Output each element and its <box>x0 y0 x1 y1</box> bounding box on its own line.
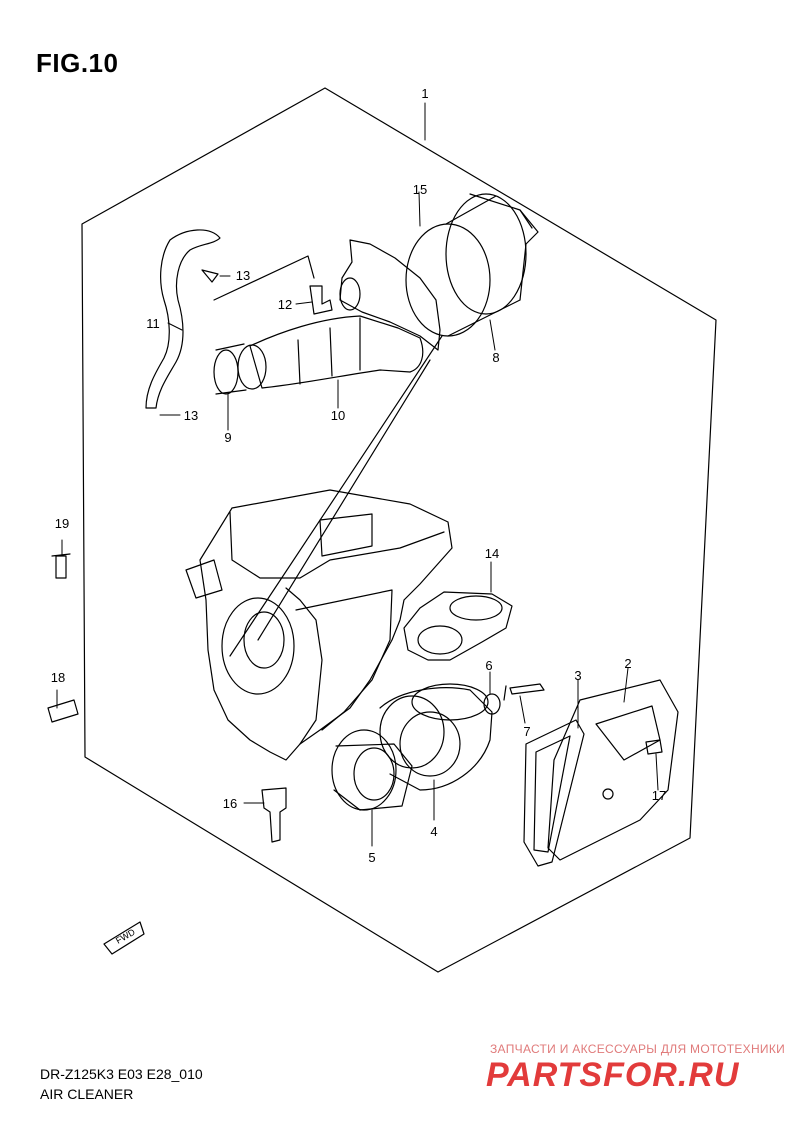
cover-gasket-drawing <box>523 719 585 867</box>
model-code-label: DR-Z125K3 E03 E28_010 <box>40 1066 203 1082</box>
callout-label-3: 3 <box>574 668 581 683</box>
callout-label-5: 5 <box>368 850 375 865</box>
callout-label-16: 16 <box>223 796 237 811</box>
breather-hose-drawing <box>145 229 221 409</box>
callout-label-12: 12 <box>278 297 292 312</box>
assembly-boundary-outline <box>81 87 717 973</box>
air-cleaner-case-drawing <box>185 489 453 761</box>
figure-title: FIG.10 <box>36 48 119 78</box>
intake-duct-drawing <box>403 591 513 661</box>
callout-label-19: 19 <box>55 516 69 531</box>
bolt-19-drawing <box>51 553 71 579</box>
gasket-inner <box>533 735 571 853</box>
svg-text:PARTSFOR.RU: PARTSFOR.RU <box>486 1056 740 1094</box>
callout-label-7: 7 <box>523 724 530 739</box>
callout-label-14: 14 <box>485 546 499 561</box>
guide-line-air-path <box>229 335 443 657</box>
intake-pipe-drawing <box>213 239 441 395</box>
drain-plug-drawing <box>261 787 287 843</box>
callout-label-11: 11 <box>146 316 160 331</box>
screw-7-drawing <box>503 683 545 701</box>
grommet-drawing <box>483 693 501 715</box>
callout-label-18: 18 <box>51 670 65 685</box>
callout-label-13a: 13 <box>236 268 250 283</box>
filter-element-drawing <box>379 683 493 791</box>
callout-label-9: 9 <box>224 430 231 445</box>
watermark-tagline: ЗАПЧАСТИ И АКСЕССУАРЫ ДЛЯ МОТОТЕХНИКИ <box>490 1042 786 1056</box>
callout-label-8: 8 <box>492 350 499 365</box>
callout-label-2: 2 <box>624 656 631 671</box>
callout-label-4: 4 <box>430 824 437 839</box>
element-holder-drawing <box>331 729 413 811</box>
case-cover-drawing <box>547 679 679 861</box>
fwd-direction-label: FWD <box>114 927 137 946</box>
section-name-label: AIR CLEANER <box>40 1086 134 1102</box>
callout-label-17: 17 <box>652 788 666 803</box>
joint-connector-drawing <box>309 285 333 315</box>
callout-label-6: 6 <box>485 658 492 673</box>
fwd-arrow-icon <box>103 921 145 955</box>
callout-label-1: 1 <box>421 86 428 101</box>
bolt-17-drawing <box>645 739 663 755</box>
callout-label-10: 10 <box>331 408 345 423</box>
callout-leaders <box>56 102 659 847</box>
guide-line-13-upper <box>213 255 315 301</box>
inlet-screen-drawing <box>405 193 539 337</box>
clamp-18-drawing <box>47 699 79 723</box>
watermark-logo: PARTSFOR.RU <box>486 1056 740 1094</box>
callout-label-13b: 13 <box>184 408 198 423</box>
callout-label-15: 15 <box>413 182 427 197</box>
